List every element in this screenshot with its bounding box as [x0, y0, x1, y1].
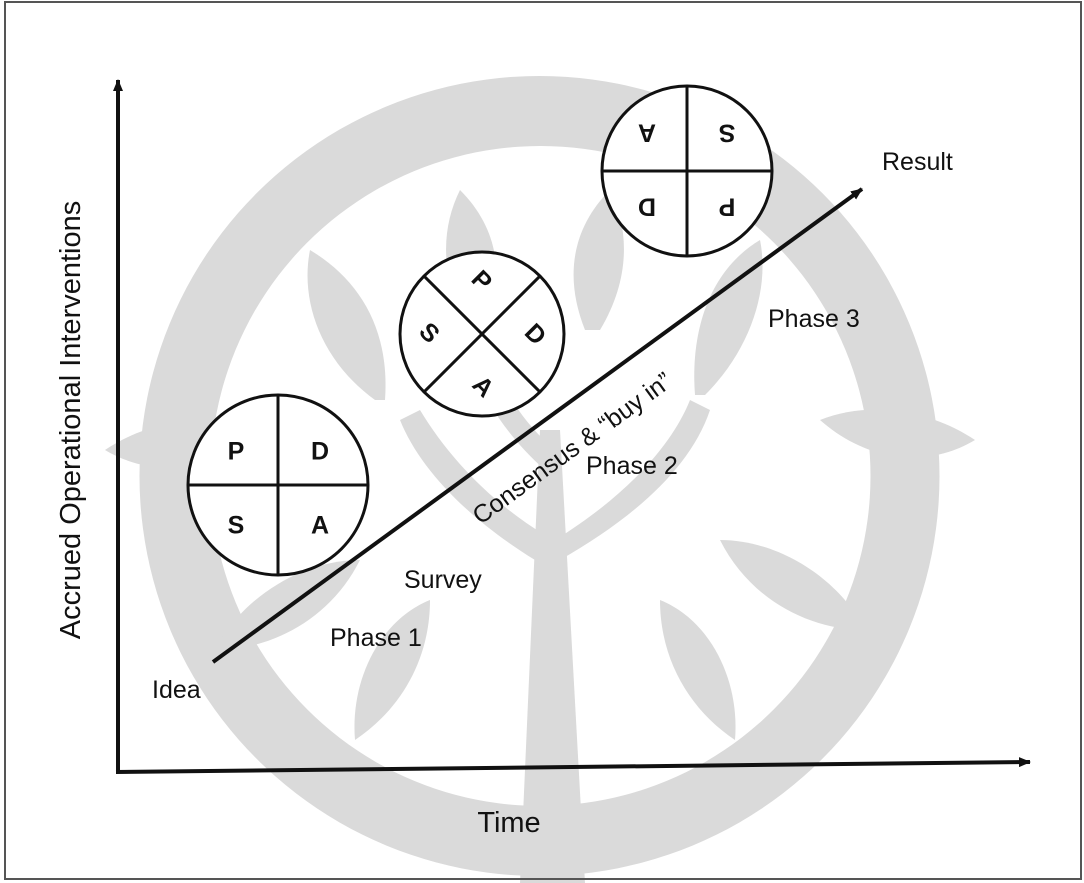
cycle-1-study: S [228, 512, 245, 540]
cycle-3-do: D [638, 192, 656, 220]
cycle-1-do: D [311, 438, 329, 466]
label-phase-1: Phase 1 [330, 624, 422, 652]
frame-border [4, 1, 1082, 880]
cycle-1-act: A [311, 512, 329, 540]
label-result: Result [882, 148, 953, 176]
cycle-3-plan: P [719, 192, 736, 220]
label-phase-3: Phase 3 [768, 305, 860, 333]
pdsa-cycle-3: P D S A [600, 84, 774, 258]
progress-arrow [211, 187, 864, 664]
watermark-logo [105, 76, 975, 883]
cycle-1-plan: P [228, 438, 245, 466]
label-phase-2: Phase 2 [586, 452, 678, 480]
x-axis [115, 757, 1031, 774]
x-axis-label: Time [477, 807, 540, 839]
pdsa-cycle-1: P D S A [186, 393, 370, 577]
label-survey: Survey [404, 566, 482, 594]
label-idea: Idea [152, 676, 201, 704]
pdsa-cycle-2: P D S A [398, 250, 566, 418]
cycle-3-act: A [638, 118, 656, 146]
cycle-3-study: S [719, 118, 736, 146]
y-axis-label: Accrued Operational Interventions [55, 201, 87, 639]
